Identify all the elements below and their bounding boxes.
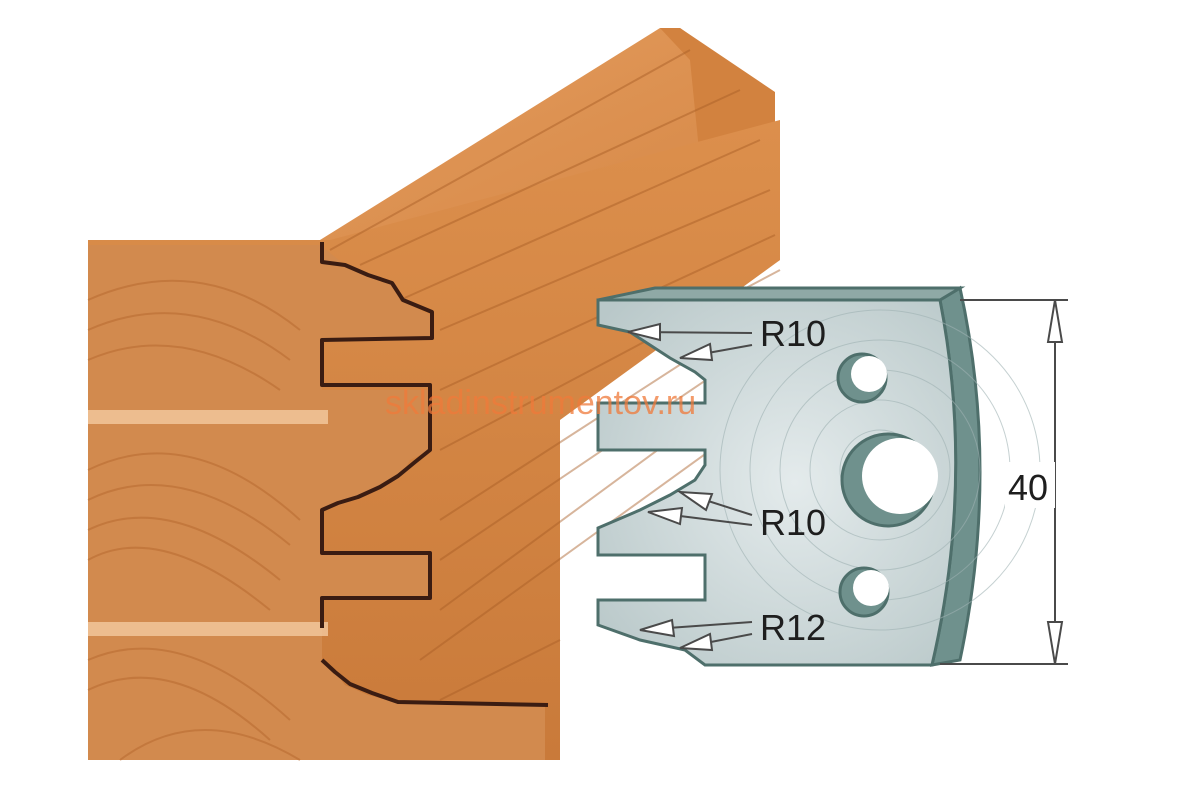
board-gap-2 xyxy=(88,622,328,636)
arrow-icon xyxy=(679,632,714,652)
knife-hole-center-inner xyxy=(862,438,938,514)
end-grain-rings xyxy=(87,279,301,761)
arrow-icon xyxy=(647,506,684,526)
arrow-icon xyxy=(679,342,714,362)
wood-board-tip-1 xyxy=(660,28,775,160)
arrow-icon xyxy=(627,322,661,342)
radius-label-middle: R10 xyxy=(760,502,826,543)
knife-blade xyxy=(596,285,1041,667)
board-gap-1 xyxy=(88,410,328,424)
dimension-arrow-down-icon xyxy=(1046,621,1064,665)
knife-top-edge xyxy=(597,286,966,302)
wood-boards-illustration xyxy=(87,28,781,761)
radius-label-top: R10 xyxy=(760,313,826,354)
watermark-text: skladinstrumentov.ru xyxy=(385,384,696,422)
cut-profile-line-bottom xyxy=(320,658,549,707)
dimension-arrow-up-icon xyxy=(1046,299,1064,343)
radius-leaders xyxy=(627,322,753,652)
arrow-icon xyxy=(676,490,714,512)
cut-profile-line xyxy=(320,242,434,628)
radius-label-bottom: R12 xyxy=(760,607,826,648)
height-dimension-label: 40 xyxy=(1008,467,1048,508)
knife-hole-top-inner xyxy=(851,356,887,392)
knife-hole-bottom-inner xyxy=(853,570,889,606)
arrow-icon xyxy=(639,618,676,638)
